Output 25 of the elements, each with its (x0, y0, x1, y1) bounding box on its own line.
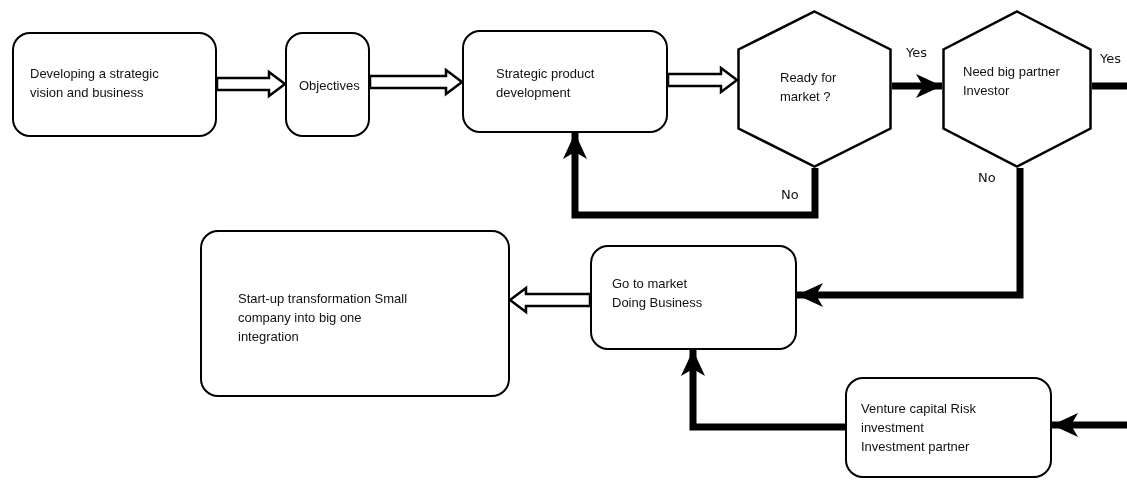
process-box (845, 377, 1052, 478)
block-arrow (215, 69, 288, 99)
block-arrow (368, 67, 465, 97)
node-text: Start-up transformation Small company into big one integration (238, 290, 409, 346)
arrow (1052, 413, 1127, 437)
decision-hexagon (942, 10, 1092, 168)
node-text: Go to market Doing Business (612, 275, 704, 312)
process-box (285, 32, 370, 137)
decision-hexagon (737, 10, 892, 168)
arrow (681, 350, 845, 431)
process-box (200, 230, 510, 397)
node-text: Ready for market ? (780, 69, 838, 106)
arrow (892, 74, 942, 98)
node-text: Strategic product development (496, 65, 596, 102)
arrow (797, 168, 1024, 307)
node-text: Objectives (299, 77, 361, 95)
node-text: Developing a strategic vision and business (30, 65, 160, 102)
process-box (12, 32, 217, 137)
process-box (462, 30, 668, 133)
node-text: Venture capital Risk investment Investment partner (861, 400, 977, 456)
block-arrow (666, 65, 740, 95)
process-box (590, 245, 797, 350)
arrow (563, 133, 819, 219)
block-arrow (507, 285, 592, 315)
node-text: Need big partner Investor (963, 63, 1061, 100)
